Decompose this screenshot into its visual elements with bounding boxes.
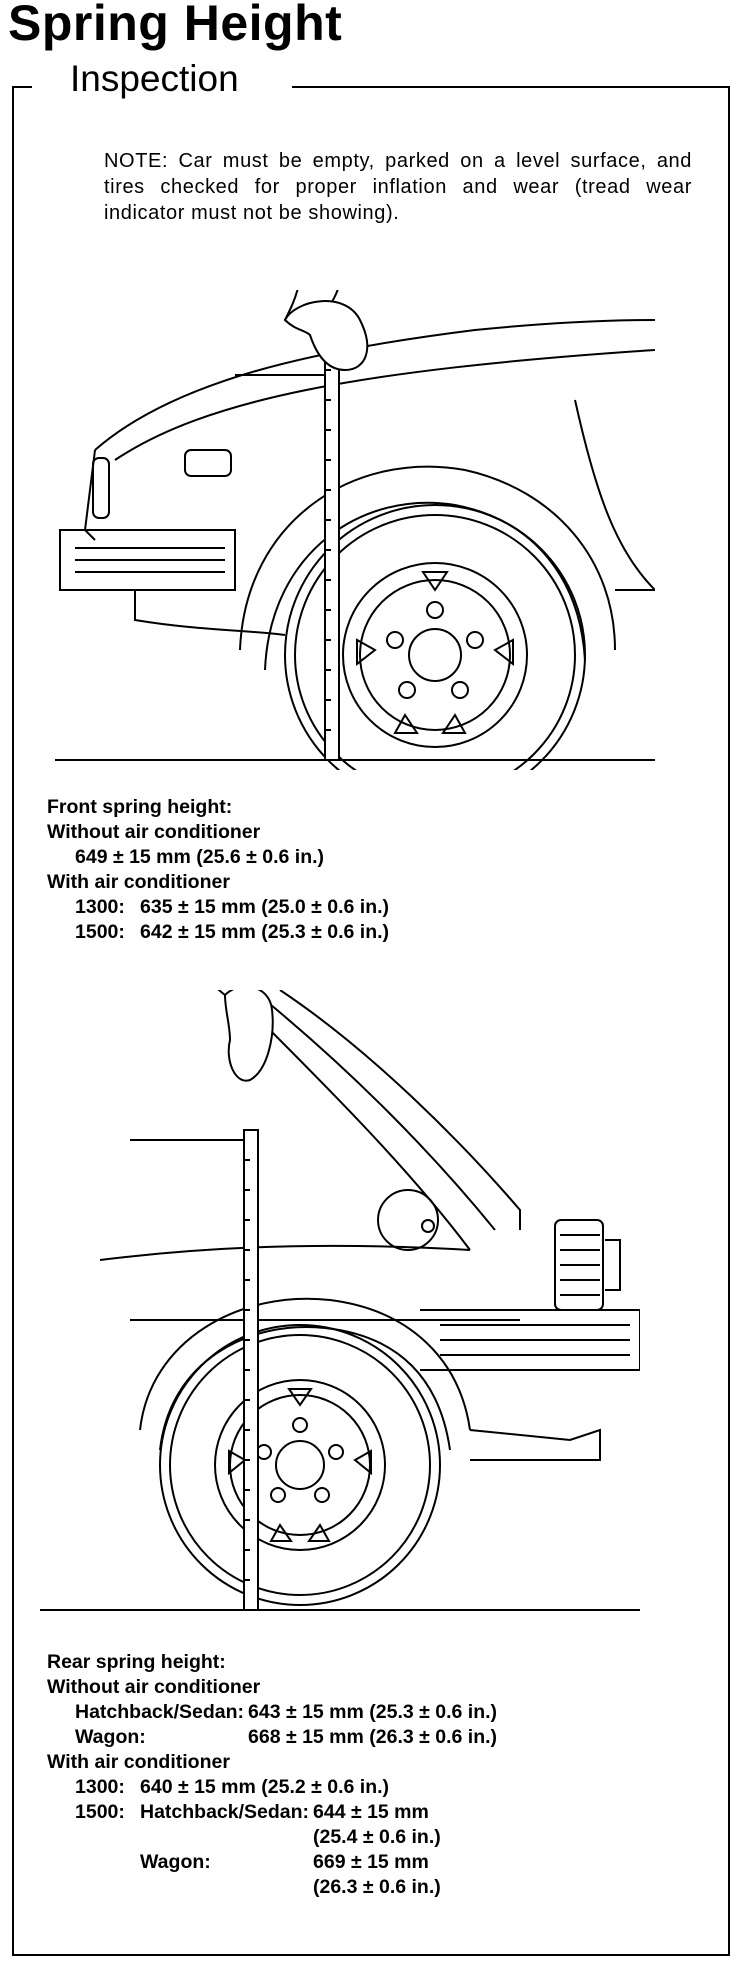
page-title: Spring Height [8,0,343,51]
rear-with-ac-label: With air conditioner [47,1751,230,1773]
front-wheel-illustration [55,290,655,770]
note-text: NOTE: Car must be empty, parked on a lev… [104,150,692,224]
rear-1500-hatch-in: (25.4 ± 0.6 in.) [313,1826,441,1848]
section-heading: Inspection [70,58,239,99]
rear-1300-value: 640 ± 15 mm (25.2 ± 0.6 in.) [140,1776,390,1798]
front-1500-model: 1500: [75,921,125,943]
front-1500-value: 642 ± 15 mm (25.3 ± 0.6 in.) [140,921,390,943]
rear-without-wagon-value: 668 ± 15 mm (26.3 ± 0.6 in.) [248,1726,498,1748]
rear-without-hatch-value: 643 ± 15 mm (25.3 ± 0.6 in.) [248,1701,498,1723]
rear-1500-wagon-label: Wagon: [140,1851,211,1873]
rear-without-hatch-model: Hatchback/Sedan: [75,1701,245,1723]
front-without-ac-value: 649 ± 15 mm (25.6 ± 0.6 in.) [75,846,325,868]
rear-1500-hatch-label: Hatchback/Sedan: [140,1801,310,1823]
front-heading: Front spring height: [47,796,233,818]
rear-1500-wagon-in: (26.3 ± 0.6 in.) [313,1876,441,1898]
rear-wheel-illustration [40,990,640,1611]
rear-1500-hatch-mm: 644 ± 15 mm [313,1801,429,1823]
frame-top-right-rule [292,86,728,88]
frame-top-left-rule [12,86,32,88]
front-without-ac-label: Without air conditioner [47,821,261,843]
rear-without-ac-label: Without air conditioner [47,1676,261,1698]
rear-1300-model: 1300: [75,1776,125,1798]
inspection-frame [12,86,730,1956]
rear-heading: Rear spring height: [47,1651,226,1673]
rear-1500-wagon-mm: 669 ± 15 mm [313,1851,429,1873]
rear-1500-model: 1500: [75,1801,125,1823]
front-1300-model: 1300: [75,896,125,918]
rear-without-wagon-model: Wagon: [75,1726,146,1748]
front-with-ac-label: With air conditioner [47,871,230,893]
front-1300-value: 635 ± 15 mm (25.0 ± 0.6 in.) [140,896,390,918]
